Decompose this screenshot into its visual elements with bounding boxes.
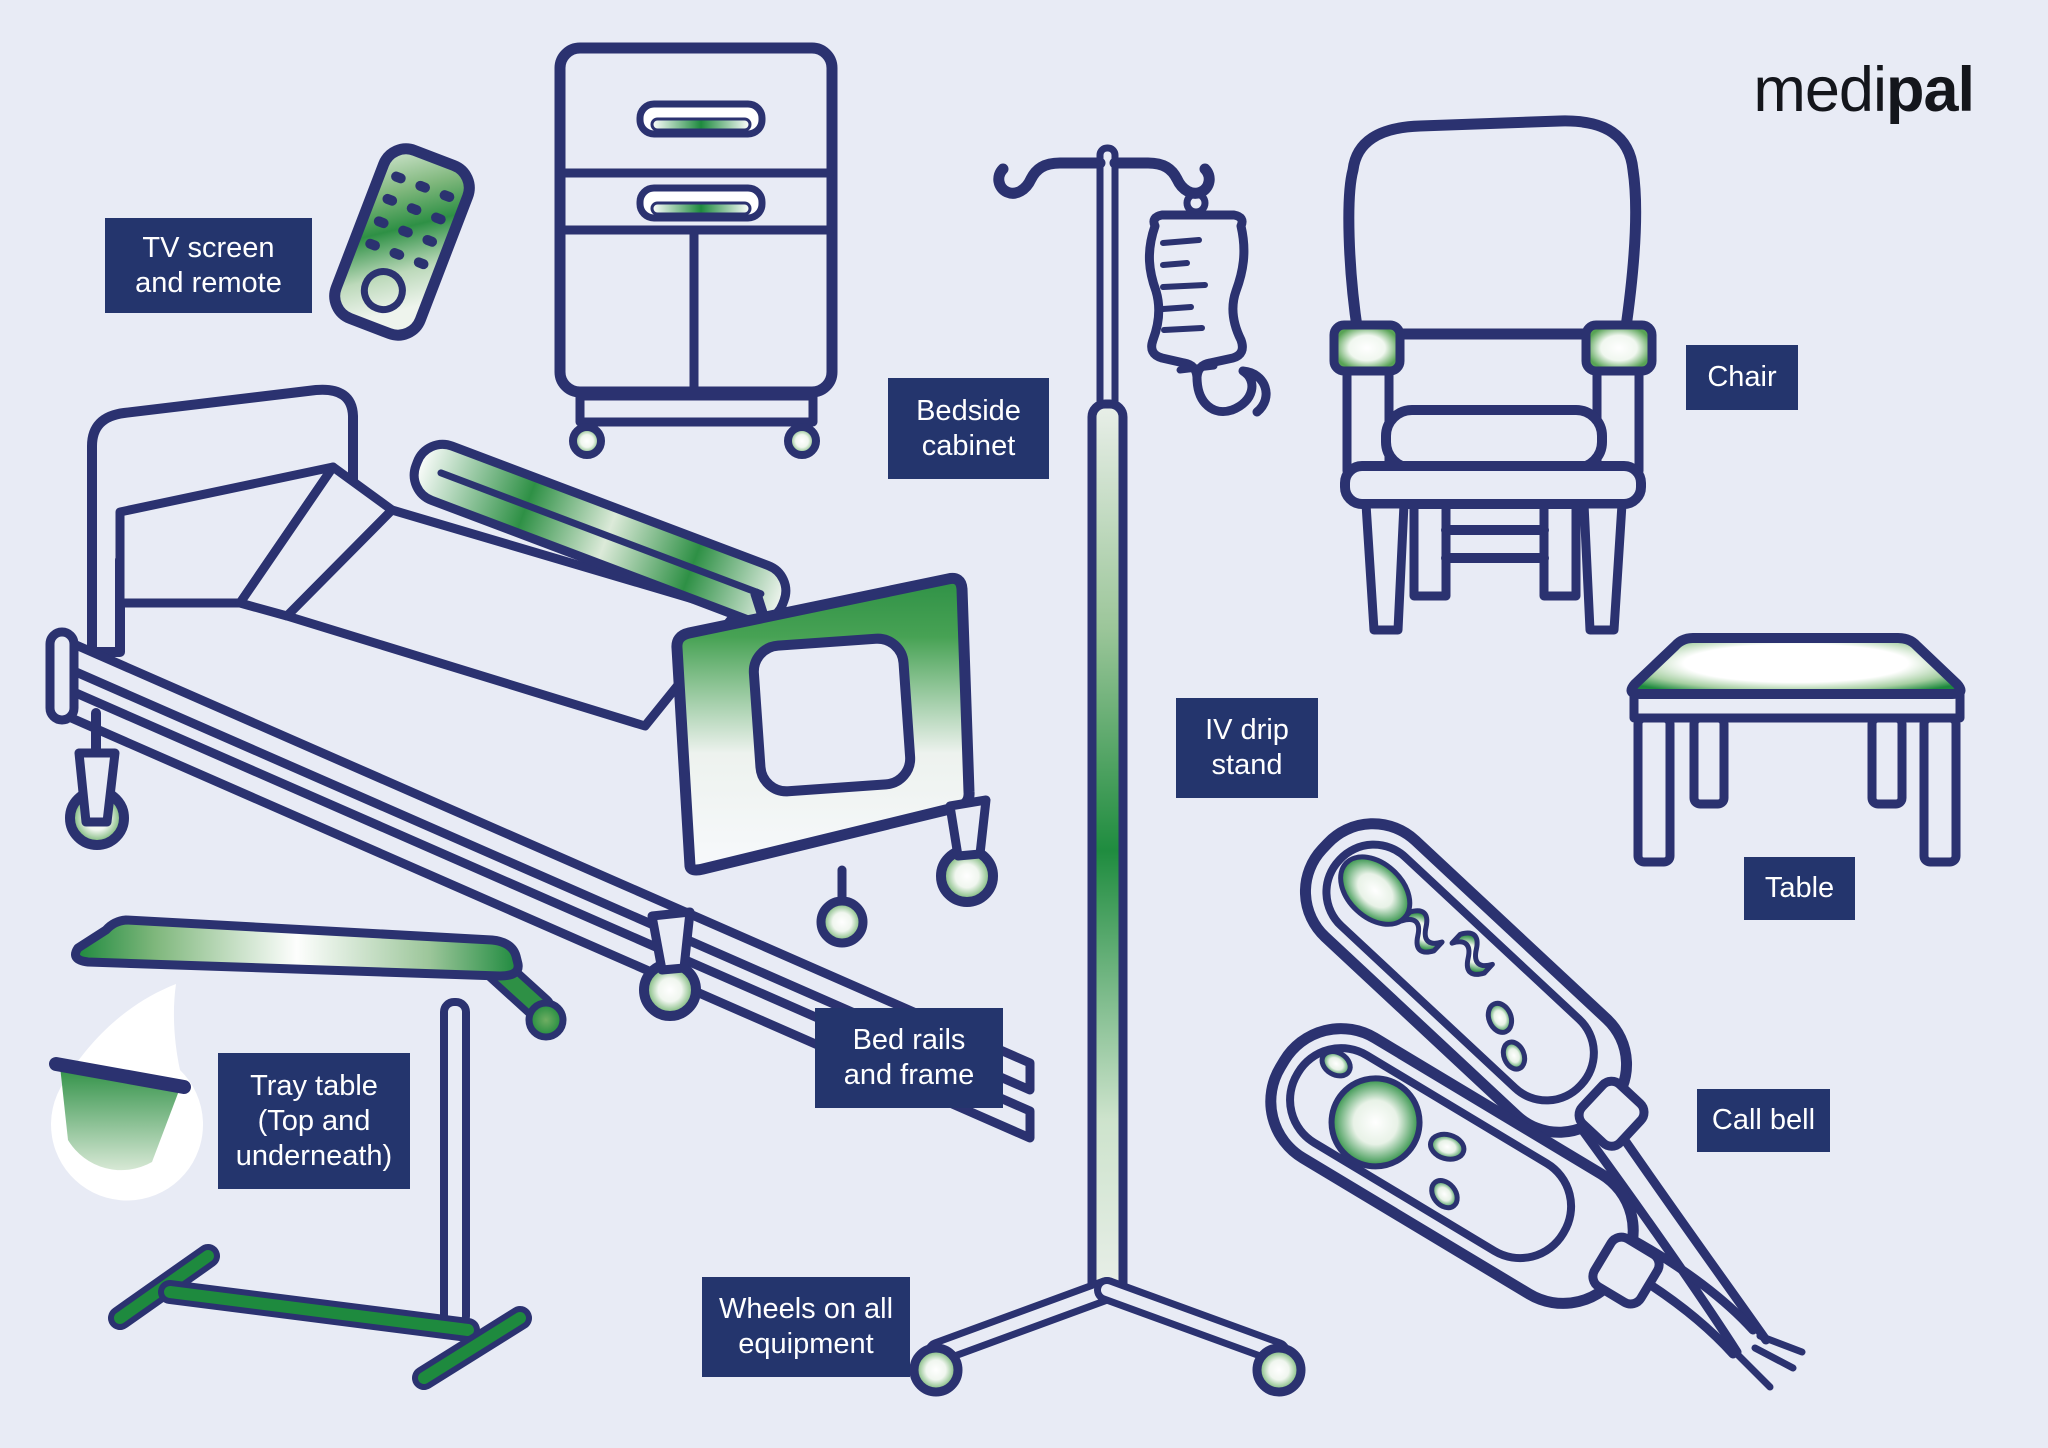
label-iv-drip-stand: IV drip stand bbox=[1176, 698, 1318, 798]
label-call-bell: Call bell bbox=[1697, 1089, 1830, 1152]
medipal-logo: medipal bbox=[1704, 55, 1975, 125]
hospital-bed-illustration bbox=[45, 384, 1035, 1143]
tv-remote-icon bbox=[329, 143, 475, 341]
label-bed-rails-and-frame: Bed rails and frame bbox=[815, 1008, 1003, 1108]
chair-illustration bbox=[1329, 115, 1657, 635]
label-bedside-cabinet: Bedside cabinet bbox=[888, 378, 1049, 479]
label-tv-screen-and-remote: TV screen and remote bbox=[105, 218, 312, 313]
tray-table-illustration bbox=[49, 915, 567, 1390]
iv-bag-icon bbox=[1144, 190, 1271, 417]
label-wheels-on-all-equipment: Wheels on all equipment bbox=[702, 1277, 910, 1377]
iv-drip-stand-illustration bbox=[909, 144, 1306, 1397]
table-illustration bbox=[1626, 633, 1966, 867]
logo-text-bold: pal bbox=[1885, 55, 1975, 125]
label-chair: Chair bbox=[1686, 345, 1798, 410]
call-bell-illustration bbox=[1265, 818, 1806, 1391]
label-table: Table bbox=[1744, 857, 1855, 920]
label-tray-table: Tray table (Top and underneath) bbox=[218, 1053, 410, 1189]
logo-text-regular: medi bbox=[1753, 55, 1887, 125]
bedside-cabinet-illustration bbox=[554, 42, 838, 459]
